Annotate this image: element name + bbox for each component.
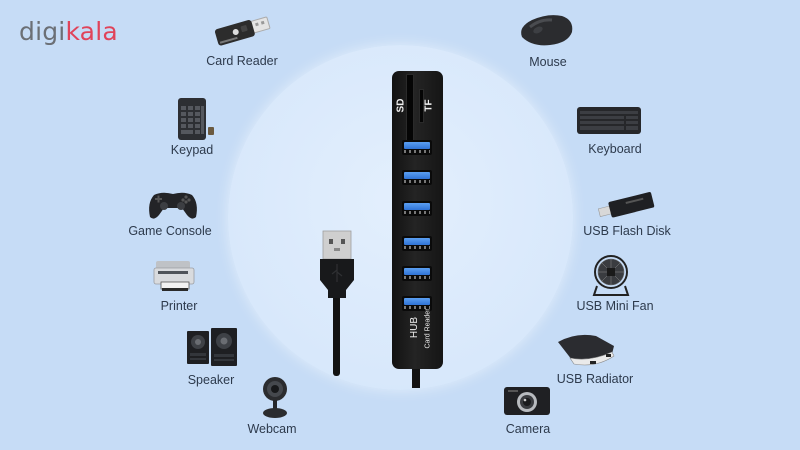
tf-card-slot[interactable] (419, 89, 424, 123)
webcam-icon (263, 377, 287, 418)
card-reader-icon (215, 16, 271, 46)
card-reader-label: Card Reader (424, 308, 432, 349)
usb-port-5[interactable] (402, 266, 432, 281)
usb-flash-icon (597, 192, 655, 218)
mouse-icon (521, 15, 573, 46)
device-label: Mouse (529, 55, 567, 69)
printer-icon (153, 261, 195, 291)
usb-cable (333, 296, 340, 376)
device-label: Camera (505, 422, 551, 436)
device-label: USB Radiator (556, 372, 634, 386)
usb-port-1[interactable] (402, 140, 432, 155)
usb-port-3[interactable] (402, 201, 432, 216)
usb-port-4[interactable] (402, 236, 432, 251)
digikala-logo[interactable]: digikala (19, 17, 118, 46)
sd-slot-label: SD (395, 98, 407, 113)
sd-card-slot[interactable] (406, 74, 414, 142)
device-label: Speaker (187, 373, 235, 387)
device-label: Keyboard (588, 142, 642, 156)
device-label: USB Mini Fan (576, 299, 654, 313)
keypad-icon (178, 98, 214, 140)
keyboard-icon (577, 107, 641, 134)
gamepad-icon (149, 192, 197, 219)
hub-cable (412, 366, 420, 388)
usb-plug-icon (320, 230, 354, 298)
speaker-icon (187, 328, 237, 366)
device-label: Game Console (128, 224, 212, 238)
camera-icon (504, 387, 550, 415)
device-label: USB Flash Disk (583, 224, 671, 238)
usb-hub-body (392, 71, 443, 369)
usb-port-6[interactable] (402, 296, 432, 311)
fan-icon (592, 255, 630, 296)
usb-port-2[interactable] (402, 170, 432, 185)
device-label: Printer (160, 299, 198, 313)
device-label: Webcam (247, 422, 297, 436)
device-label: Keypad (170, 143, 214, 157)
hub-label: HUB (409, 316, 421, 339)
laptop-cooler-icon (558, 334, 615, 366)
device-label: Card Reader (206, 54, 278, 68)
tf-slot-label: TF (423, 99, 435, 112)
